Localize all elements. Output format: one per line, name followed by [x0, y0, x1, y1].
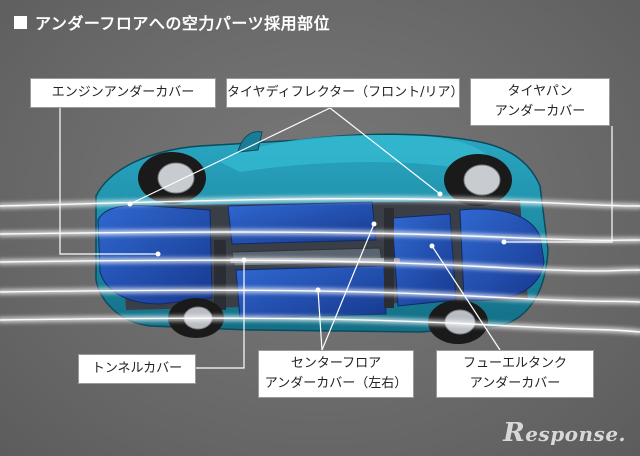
- label-fuel-tank-under-cover: フューエルタンク アンダーカバー: [436, 350, 594, 398]
- label-engine-under-cover-text: エンジンアンダーカバー: [51, 84, 195, 100]
- leader-tire-deflector-rear: [329, 107, 441, 195]
- label-tire-deflector: タイヤディフレクター（フロント/リア）: [226, 78, 464, 108]
- label-fuel-tank-line1: フューエルタンク: [462, 355, 567, 371]
- label-tire-pan-under-cover: タイヤパン アンダーカバー: [470, 78, 610, 126]
- crossmember: [214, 240, 226, 310]
- label-center-floor-under-cover: センターフロア アンダーカバー（左右）: [258, 350, 414, 398]
- label-tunnel-cover: トンネルカバー: [78, 354, 196, 384]
- wheel-front-top: [138, 152, 206, 204]
- label-fuel-tank-line2: アンダーカバー: [469, 376, 561, 391]
- response-logo: Response.: [503, 418, 626, 448]
- leader-center-floor-left: [321, 223, 375, 351]
- wheel-rear-top: [444, 154, 512, 206]
- rear-crossmember: [384, 208, 394, 308]
- leader-tire-deflector-front: [129, 107, 331, 205]
- label-tire-deflector-text: タイヤディフレクター（フロント/リア）: [227, 84, 464, 100]
- label-tire-pan-line1: タイヤパン: [507, 83, 573, 99]
- label-center-floor-line2: アンダーカバー（左右）: [264, 376, 408, 391]
- leader-engine-under-cover: [59, 108, 158, 255]
- title-bullet-square: [14, 15, 27, 29]
- leader-lines: [59, 107, 613, 369]
- leader-tire-pan: [504, 126, 613, 243]
- leader-endpoints: [127, 191, 507, 293]
- label-tunnel-cover-text: トンネルカバー: [91, 360, 183, 376]
- response-logo-rest: esponse.: [525, 422, 626, 446]
- side-mirror: [237, 131, 263, 153]
- label-center-floor-line1: センターフロア: [290, 355, 382, 371]
- response-logo-r: R: [503, 418, 526, 448]
- car-roof-band: [220, 135, 490, 172]
- leader-fuel-tank: [431, 245, 501, 351]
- center-floor-cover-left: [227, 201, 377, 245]
- label-engine-under-cover: エンジンアンダーカバー: [30, 78, 216, 108]
- label-tire-pan-line2: アンダーカバー: [494, 104, 586, 119]
- title-text: アンダーフロアへの空力パーツ採用部位: [35, 14, 331, 33]
- leader-tunnel-cover: [196, 260, 245, 369]
- leader-center-floor-right: [317, 289, 323, 351]
- airflow-streamlines: [0, 196, 640, 335]
- diagram-title: アンダーフロアへの空力パーツ採用部位: [14, 10, 330, 34]
